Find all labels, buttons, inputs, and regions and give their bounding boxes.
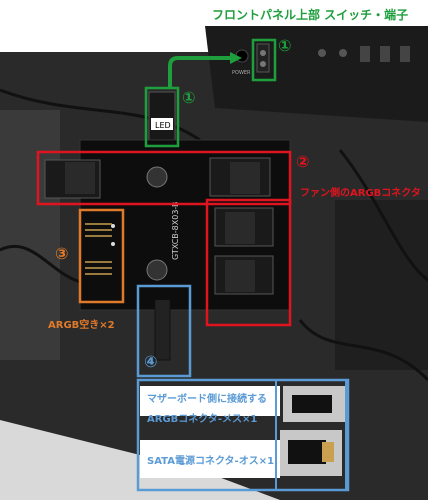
svg-text:GTXCB-8X03-B: GTXCB-8X03-B (171, 202, 180, 261)
callout-1-lead: ① (182, 88, 196, 107)
argb-female-label: ARGBコネクタ-メス×1 (147, 414, 258, 425)
fan-side-label: ファン側のARGBコネクタ (300, 188, 421, 199)
mb-side-label: マザーボード側に接続する (147, 394, 267, 405)
callout-3: ③ (55, 244, 69, 263)
hub-board: GTXCB-8X03-B (44, 139, 291, 311)
front-panel: POWER (205, 26, 428, 122)
callout-4: ④ (144, 352, 158, 371)
svg-text:POWER: POWER (232, 70, 251, 76)
led-plug: LED (148, 91, 176, 143)
callout-1-top: ① (278, 36, 292, 55)
svg-text:LED: LED (155, 121, 171, 130)
callout-2: ② (296, 152, 310, 171)
sata-male-label: SATA電源コネクタ-オス×1 (147, 456, 275, 467)
argb-empty-label: ARGB空き×2 (48, 320, 115, 331)
header-title: フロントパネル上部 スイッチ・端子 (212, 8, 409, 22)
